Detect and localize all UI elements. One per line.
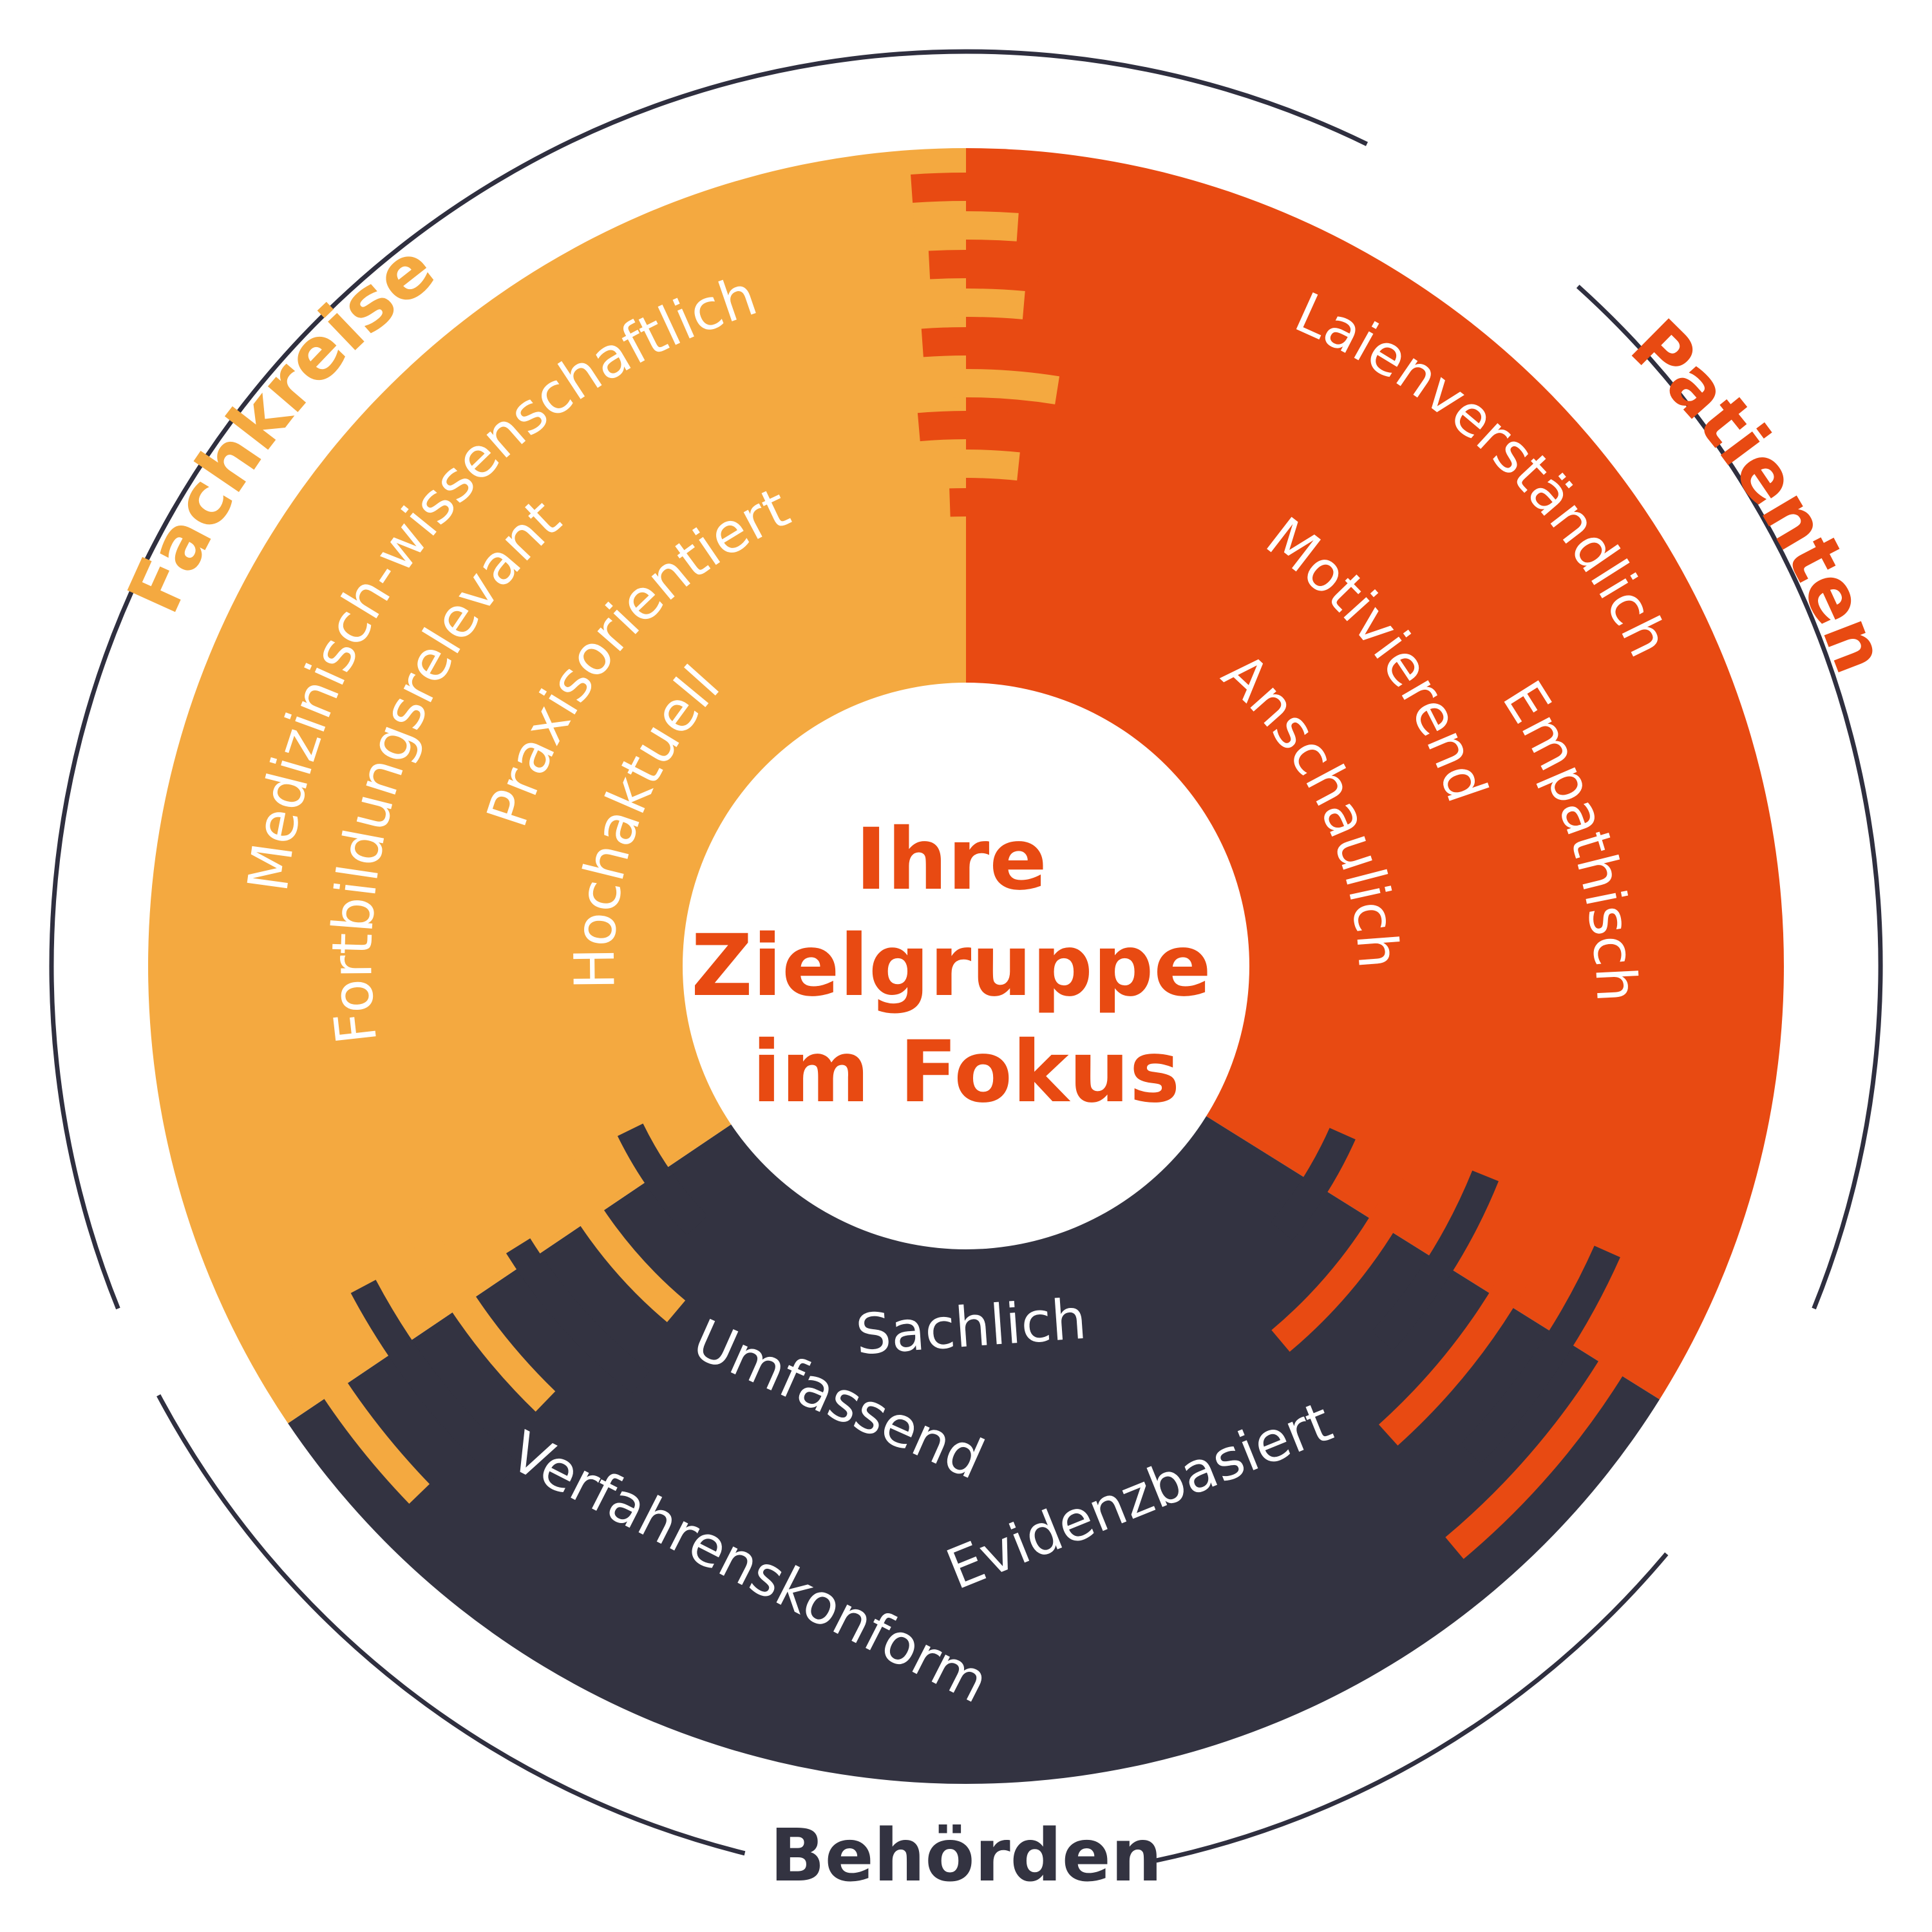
outer-ring-arc-2 (1576, 285, 1883, 1310)
outer-ring-arc-4 (156, 1394, 746, 1856)
center-title: Ihre Zielgruppe im Fokus (691, 810, 1241, 1122)
bar-left-2 (350, 1280, 519, 1484)
outer-ring-arc-3 (1155, 1552, 1669, 1863)
center-title-line-1: Ihre (855, 810, 1047, 909)
bar-top-7 (917, 411, 1063, 448)
bar-left-3 (400, 1206, 556, 1412)
sector-fachkreise (148, 148, 966, 1424)
bar-top-8 (939, 450, 1020, 481)
center-circle (683, 683, 1249, 1249)
bar-top-2 (913, 211, 1019, 242)
bar-top-5 (921, 327, 999, 357)
bars-group (270, 172, 1650, 1559)
center-title-line-3: im Fokus (752, 1023, 1180, 1122)
bar-right-2 (1461, 1245, 1620, 1464)
bar-top-4 (954, 289, 1025, 319)
sector-behoerden (288, 966, 1660, 1784)
center-title-line-2: Zielgruppe (691, 916, 1211, 1016)
bar-top-6 (934, 368, 1060, 404)
outer-ring-arc-1 (142, 49, 1368, 567)
bar-top-1 (911, 172, 1036, 204)
bar-top-3 (928, 250, 1041, 282)
bar-left-4 (506, 1238, 650, 1394)
bar-left-1 (270, 1293, 430, 1504)
outer-ring-arc-5 (49, 507, 176, 1310)
attribute-behoerden-1: Sachlich (854, 1287, 1089, 1368)
bar-right-1 (1445, 1316, 1650, 1559)
bar-right-5 (1271, 1174, 1419, 1352)
bar-right-3 (1378, 1255, 1536, 1446)
group-label-behoerden: Behörden (770, 1814, 1162, 1898)
bar-left-5 (535, 1129, 686, 1323)
bar-left-6 (617, 1123, 708, 1236)
outer-ring (49, 49, 1883, 1863)
bar-top-9 (949, 488, 991, 517)
bar-right-4 (1372, 1170, 1499, 1350)
bar-right-6 (1271, 1128, 1356, 1240)
